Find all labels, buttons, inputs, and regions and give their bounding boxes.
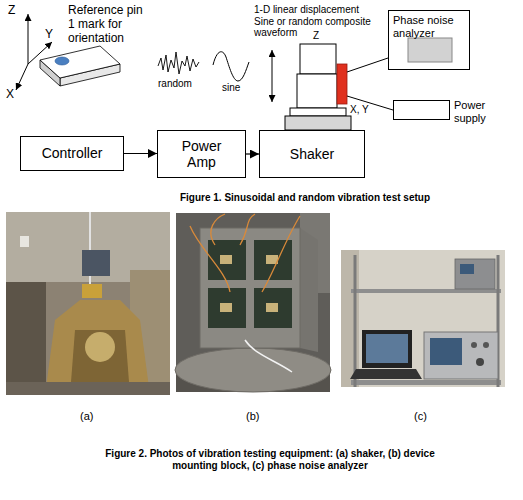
y-axis bbox=[28, 42, 52, 64]
node-label: Phase noise analyzer bbox=[393, 14, 465, 39]
figure-caption: Figure 1. Sinusoidal and random vibratio… bbox=[140, 192, 470, 204]
photo-laptop-screen bbox=[366, 334, 408, 363]
sine-waveform bbox=[213, 52, 249, 81]
annotation-label: (c) bbox=[414, 410, 427, 423]
photo-laptop-lid bbox=[362, 330, 412, 368]
photo-chip bbox=[220, 303, 232, 312]
annotation-label: (a) bbox=[80, 410, 93, 423]
photo-shelf-post bbox=[354, 255, 357, 387]
node-label: Power Amp bbox=[177, 138, 227, 170]
z-axis bbox=[28, 14, 29, 64]
signal-arrow bbox=[246, 153, 259, 154]
photo-circuit-board bbox=[208, 240, 246, 280]
node-label: Shaker bbox=[290, 146, 334, 162]
photo-knob bbox=[471, 342, 477, 348]
annotation-label: (b) bbox=[246, 410, 259, 423]
photo-sign bbox=[20, 236, 29, 247]
photo-shaker-trunnion bbox=[85, 332, 115, 362]
photo-machine bbox=[6, 282, 46, 395]
photo-shaker-table bbox=[175, 348, 331, 392]
random-waveform bbox=[158, 52, 199, 74]
photo-laptop-base bbox=[350, 369, 422, 379]
fixture-top-block bbox=[300, 44, 336, 74]
annotation-label: sine bbox=[222, 82, 240, 94]
photo-hook bbox=[82, 284, 102, 298]
annotation-label: Reference pin 1 mark for orientation bbox=[68, 4, 145, 45]
photo-analyzer bbox=[424, 332, 498, 379]
process-box: Power Amp bbox=[157, 130, 246, 178]
signal-arrow bbox=[124, 153, 157, 154]
x-axis bbox=[16, 64, 28, 90]
photo-shaker-body bbox=[45, 300, 150, 395]
photo-background bbox=[6, 212, 170, 395]
pin-1-mark bbox=[55, 57, 69, 65]
photo-wires bbox=[190, 214, 300, 292]
device-under-test bbox=[337, 64, 347, 104]
analyzer-screen bbox=[408, 38, 452, 62]
process-box: Power supply bbox=[393, 100, 450, 120]
photo-knob bbox=[483, 342, 489, 348]
photo-cable bbox=[245, 340, 292, 372]
fixture-body bbox=[297, 74, 337, 108]
process-box: Shaker bbox=[259, 130, 365, 178]
displacement-arrow bbox=[272, 50, 273, 102]
photo-knob bbox=[476, 358, 484, 366]
annotation-label: Z bbox=[8, 4, 15, 18]
photo-instrument-screen bbox=[460, 264, 474, 274]
photo-shelf bbox=[351, 380, 501, 385]
annotation-label: X, Y bbox=[350, 104, 369, 116]
photo-chip bbox=[220, 255, 232, 264]
signal-wire bbox=[347, 58, 388, 72]
annotation-label: X bbox=[6, 88, 14, 102]
fixture-plate bbox=[290, 108, 346, 116]
photo-top-unit bbox=[82, 250, 110, 276]
photo-background bbox=[341, 250, 505, 387]
shaker-table bbox=[285, 116, 351, 130]
photo-background bbox=[176, 213, 330, 392]
node-label: Controller bbox=[42, 145, 103, 161]
figure-caption: Figure 2. Photos of vibration testing eq… bbox=[95, 448, 445, 471]
slab-top-face bbox=[40, 46, 120, 78]
photo-circuit-board bbox=[254, 288, 292, 328]
photo-wall bbox=[341, 250, 359, 387]
annotation-label: random bbox=[158, 78, 192, 90]
annotation-label: Z bbox=[313, 30, 319, 42]
photo-shelf bbox=[351, 289, 501, 293]
photo-circuit-board bbox=[254, 240, 292, 280]
photo-chip bbox=[266, 303, 278, 312]
process-box: Phase noise analyzer bbox=[388, 10, 470, 70]
node-label: Power supply bbox=[454, 99, 494, 124]
annotation-label: Y bbox=[45, 28, 53, 42]
photo-floor bbox=[6, 382, 170, 395]
photo-instrument bbox=[455, 259, 495, 289]
process-box: Controller bbox=[20, 136, 124, 171]
photo-block-side bbox=[300, 228, 318, 352]
photo-circuit-board bbox=[208, 288, 246, 328]
photo-analyzer-screen bbox=[430, 338, 462, 365]
